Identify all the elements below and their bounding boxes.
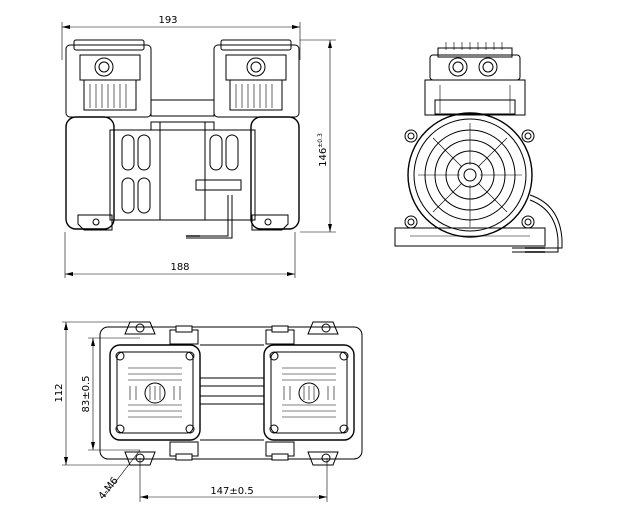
dim-text-width-top: 193 — [158, 15, 177, 26]
dim-width-top: 193 — [61, 15, 301, 60]
dim-height-total: 112 — [54, 321, 140, 466]
dim-text-width-bottom: 188 — [170, 262, 189, 273]
side-view — [394, 42, 563, 253]
dim-text-height: 146±0.3 — [317, 133, 329, 167]
hole-callout-text: 4-M6 — [97, 475, 121, 501]
dim-text-hole-spacing: 147±0.5 — [210, 486, 253, 497]
dim-text-height-total: 112 — [54, 383, 65, 402]
pump-body-front — [65, 39, 300, 239]
dim-hole-spacing: 147±0.5 — [139, 458, 328, 502]
dim-text-height-mount: 83±0.5 — [81, 375, 92, 412]
pump-body-top — [99, 321, 363, 466]
front-view: 193 188 146±0.3 — [61, 15, 336, 278]
dim-height-mount: 83±0.5 — [81, 337, 140, 451]
dim-width-bottom: 188 — [64, 232, 296, 278]
dim-height: 146±0.3 — [300, 39, 336, 233]
top-view: 112 83±0.5 147±0.5 4-M6 — [54, 321, 363, 502]
